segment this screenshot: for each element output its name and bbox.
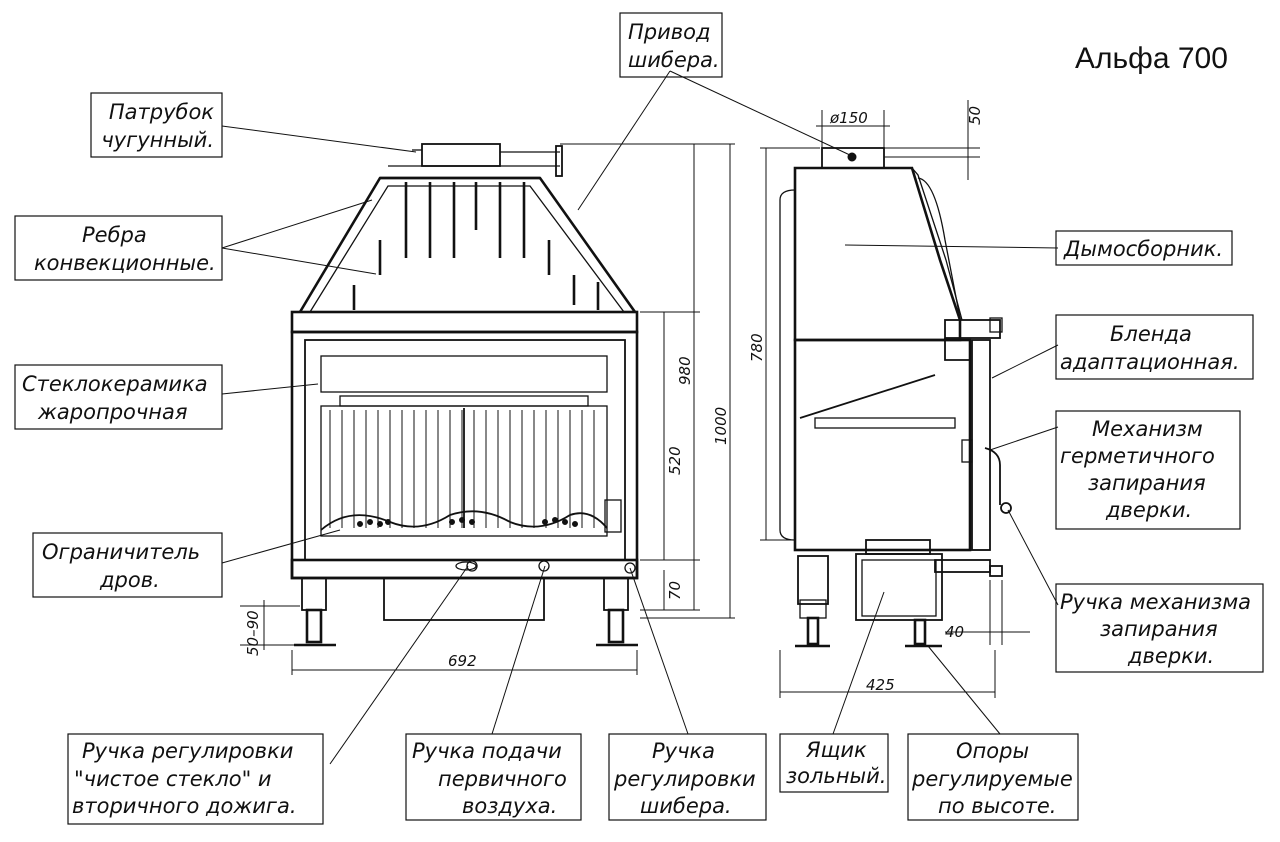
svg-text:Ручка регулировки: Ручка регулировки [82, 739, 293, 763]
svg-text:герметичного: герметичного [1060, 444, 1215, 468]
label-rebra: Ребра конвекционные. [14, 215, 223, 281]
dim-70: 70 [666, 581, 684, 600]
dim-692: 692 [448, 652, 477, 670]
side-view [779, 147, 1012, 648]
svg-text:чугунный.: чугунный. [101, 128, 214, 152]
svg-text:запирания: запирания [1100, 617, 1218, 641]
svg-text:дров.: дров. [99, 568, 160, 592]
dim-40: 40 [945, 623, 964, 641]
label-dymosbornik: Дымосборник. [1055, 230, 1233, 266]
svg-text:вторичного дожига.: вторичного дожига. [72, 794, 297, 818]
svg-text:Механизм: Механизм [1092, 417, 1203, 441]
dim-d150: ø150 [829, 109, 868, 127]
label-ruchka-podachi: Ручка подачи первичного воздуха. [405, 733, 582, 821]
svg-text:Ручка подачи: Ручка подачи [412, 739, 562, 763]
dim-50: 50 [966, 106, 984, 125]
svg-text:шибера.: шибера. [628, 48, 720, 72]
svg-text:регулировки: регулировки [613, 767, 756, 791]
label-patrubok: Патрубок чугунный. [90, 92, 223, 158]
svg-text:адаптационная.: адаптационная. [1060, 350, 1240, 374]
front-dimensions: 692 50–90 980 1000 520 70 [240, 143, 735, 675]
svg-text:Патрубок: Патрубок [109, 100, 214, 124]
dim-980: 980 [676, 356, 694, 385]
dim-780: 780 [748, 333, 766, 362]
dim-50-90: 50–90 [244, 610, 262, 656]
svg-text:Привод: Привод [628, 20, 711, 44]
svg-text:Ручка механизма: Ручка механизма [1060, 590, 1251, 614]
label-ruchka-mekh: Ручка механизма запирания дверки. [1055, 583, 1264, 673]
svg-text:запирания: запирания [1088, 471, 1206, 495]
svg-text:Ребра: Ребра [82, 223, 147, 247]
svg-text:дверки.: дверки. [1127, 644, 1214, 668]
svg-text:шибера.: шибера. [640, 794, 732, 818]
svg-text:Ручка: Ручка [652, 739, 715, 763]
label-privod: Привод шибера. [619, 12, 723, 78]
dim-425: 425 [866, 676, 895, 694]
svg-text:первичного: первичного [438, 767, 567, 791]
label-opory: Опоры регулируемые по высоте. [907, 733, 1079, 821]
label-blenda: Бленда адаптационная. [1055, 314, 1254, 380]
svg-text:"чистое стекло" и: "чистое стекло" и [74, 767, 272, 791]
svg-text:Стеклокерамика: Стеклокерамика [22, 372, 208, 396]
svg-text:Дымосборник.: Дымосборник. [1063, 237, 1223, 261]
svg-text:по высоте.: по высоте. [938, 794, 1056, 818]
side-dimensions: ø150 50 780 40 425 [748, 100, 1030, 698]
front-view [290, 143, 639, 647]
leader-lines [221, 70, 1059, 765]
svg-text:жаропрочная: жаропрочная [37, 400, 188, 424]
label-mekhanizm: Механизм герметичного запирания дверки. [1055, 410, 1241, 530]
label-ogranichitel: Ограничитель дров. [32, 532, 223, 598]
label-ruchka-chistoe: Ручка регулировки "чистое стекло" и втор… [67, 733, 324, 825]
svg-text:воздуха.: воздуха. [462, 794, 557, 818]
dim-1000: 1000 [712, 407, 730, 445]
svg-text:зольный.: зольный. [786, 764, 886, 788]
label-steklo: Стеклокерамика жаропрочная [14, 364, 223, 430]
svg-text:Опоры: Опоры [956, 739, 1029, 763]
svg-text:Ящик: Ящик [805, 738, 867, 762]
svg-text:конвекционные.: конвекционные. [34, 251, 216, 275]
svg-text:Ограничитель: Ограничитель [42, 540, 200, 564]
drawing-title: Альфа 700 [1075, 42, 1228, 75]
svg-text:регулируемые: регулируемые [911, 767, 1073, 791]
svg-text:Бленда: Бленда [1110, 322, 1192, 346]
dim-520: 520 [666, 446, 684, 475]
svg-text:дверки.: дверки. [1105, 498, 1192, 522]
label-ruchka-shibera: Ручка регулировки шибера. [608, 733, 767, 821]
label-yashchik: Ящик зольный. [779, 733, 889, 793]
